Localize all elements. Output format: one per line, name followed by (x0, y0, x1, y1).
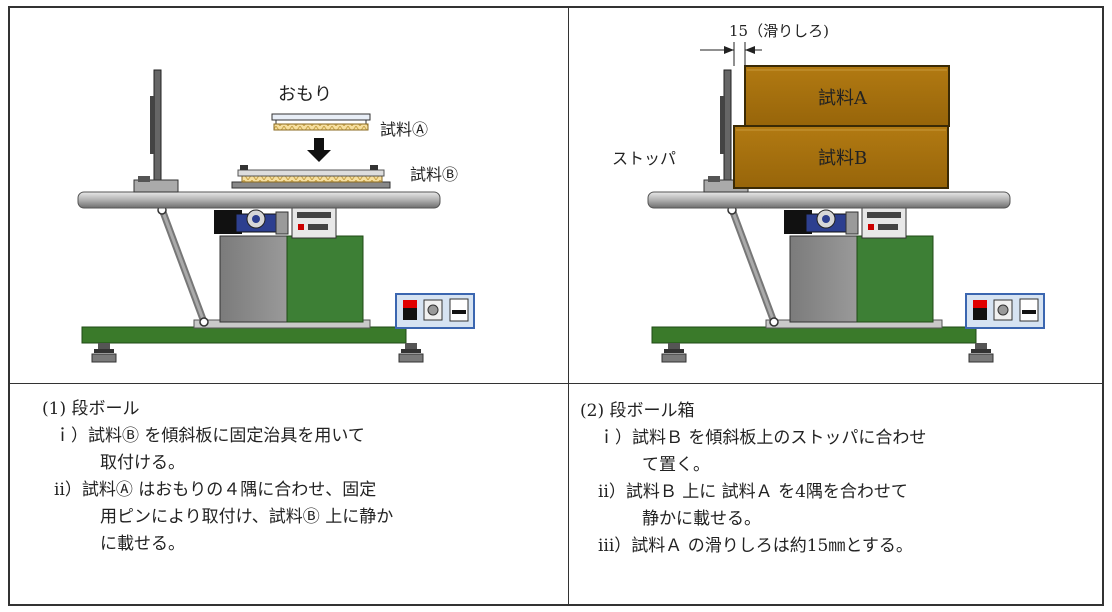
box-a (744, 65, 950, 127)
motor-housing (286, 235, 364, 323)
control-panel-right (965, 293, 1045, 329)
caption-right-item2-line2: 静かに載せる。 (642, 509, 761, 529)
caption-left-item1-line2: 取付ける。 (100, 453, 185, 473)
angle-gauge-right (861, 207, 907, 239)
box-b-label: 試料B (818, 148, 867, 169)
sample-a-label: 試料Ⓐ (380, 120, 428, 139)
tilting-plate (77, 191, 441, 209)
weight-label: おもり (278, 84, 332, 105)
bearing-assembly-right (784, 209, 859, 235)
down-arrow-icon (307, 138, 331, 162)
caption-left: (1) 段ボール ｉ）試料Ⓑ を傾斜板に固定治具を用いて 取付ける。 ⅱ）試料Ⓐ… (42, 396, 393, 558)
slip-dimension (700, 42, 762, 66)
weight-and-sample-a (271, 113, 371, 131)
caption-left-item2-line2: 用ピンにより取付け、試料Ⓑ 上に静か (100, 507, 394, 527)
sample-b-assembly (231, 165, 391, 189)
left-apparatus: おもり 試料Ⓐ 試料Ⓑ (77, 69, 475, 363)
box-b (733, 125, 949, 189)
caption-left-item1-line1: ｉ）試料Ⓑ を傾斜板に固定治具を用いて (54, 426, 365, 446)
leveling-foot-left-right (661, 343, 687, 363)
slip-label: 15（滑りしろ) (729, 22, 829, 40)
box-a-label: 試料A (818, 88, 868, 109)
bearing-assembly (214, 209, 289, 235)
stopper-left (133, 69, 179, 193)
angle-gauge (291, 207, 337, 239)
base-board-right (651, 326, 977, 344)
panel-divider-vertical (568, 6, 569, 606)
caption-right-item1-line1: ｉ）試料Ｂ を傾斜板上のストッパに合わせ (598, 428, 927, 448)
figure-frame (8, 6, 1104, 606)
caption-right-item1-line2: て置く。 (642, 455, 710, 475)
caption-right-title: (2) 段ボール箱 (580, 401, 695, 421)
right-apparatus: 試料A 試料B 15（滑りしろ) ストッパ (612, 22, 1045, 363)
caption-right-item3-line1: ⅲ）試料Ａ の滑りしろは約15㎜とする。 (598, 536, 913, 556)
leveling-foot-left (91, 343, 117, 363)
caption-right-item2-line1: ⅱ）試料Ｂ 上に 試料Ａ を4隅を合わせて (598, 482, 908, 502)
panel-divider-horizontal (8, 383, 1104, 384)
caption-right: (2) 段ボール箱 ｉ）試料Ｂ を傾斜板上のストッパに合わせ て置く。 ⅱ）試料… (580, 398, 926, 560)
tilting-plate-right (647, 191, 1011, 209)
caption-left-item2-line1: ⅱ）試料Ⓐ はおもりの４隅に合わせ、固定 (54, 480, 377, 500)
sample-b-label: 試料Ⓑ (410, 165, 458, 184)
base-board (81, 326, 407, 344)
stopper-label: ストッパ (612, 149, 676, 168)
leveling-foot-right-right (968, 343, 994, 363)
caption-left-item2-line3: に載せる。 (100, 534, 185, 554)
caption-left-title: (1) 段ボール (42, 399, 140, 419)
leveling-foot-right (398, 343, 424, 363)
column (219, 235, 289, 323)
control-panel-left (395, 293, 475, 329)
